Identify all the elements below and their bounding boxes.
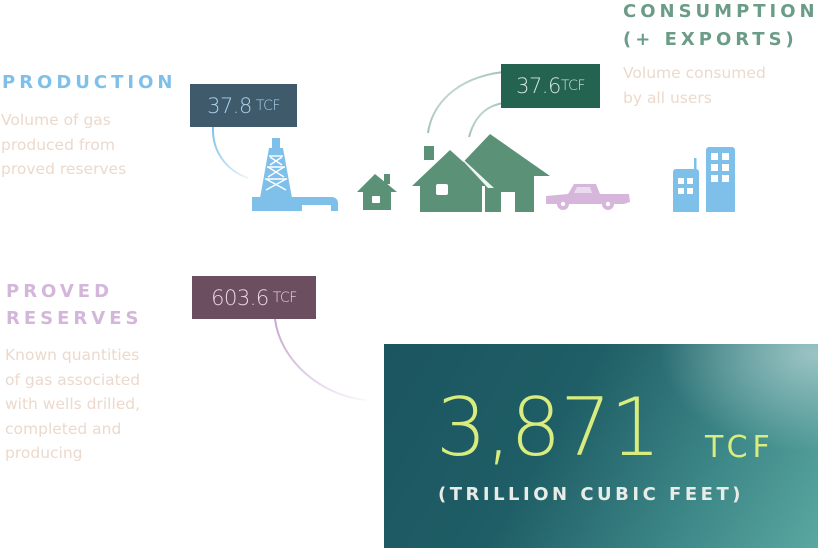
production-unit: TCF	[255, 97, 281, 114]
proved-reserves-description: Known quantities of gas associated with …	[5, 343, 140, 466]
consumption-description-line: by all users	[623, 88, 712, 107]
consumption-description-line: Volume consumed	[623, 64, 766, 82]
proved-reserves-value-box: 603.6 TCF	[192, 276, 316, 319]
consumption-value: 37.6	[516, 74, 561, 98]
pickup-truck-icon	[546, 184, 630, 210]
proved-reserves-description-line: with wells drilled,	[5, 395, 141, 413]
proved-reserves-unit: TCF	[272, 289, 298, 306]
total-caption: (TRILLION CUBIC FEET)	[438, 484, 744, 505]
consumption-heading-line: (+ EXPORTS)	[623, 29, 798, 50]
consumption-heading: CONSUMPTION (+ EXPORTS)	[623, 0, 819, 54]
houses-icon	[412, 134, 550, 212]
proved-reserves-value: 603.6	[211, 285, 269, 310]
proved-reserves-description-line: completed and	[5, 419, 122, 438]
consumption-unit: TCF	[560, 78, 586, 94]
buildings-icon	[673, 147, 735, 212]
proved-reserves-description-line: Known quantities	[5, 346, 140, 364]
consumption-heading-line: CONSUMPTION	[623, 1, 819, 22]
proved-reserves-heading-line: PROVED	[6, 281, 114, 302]
production-description-line: proved reserves	[1, 160, 127, 178]
production-description-line: Volume of gas	[1, 111, 111, 129]
production-value: 37.8	[207, 93, 252, 118]
consumption-description: Volume consumed by all users	[623, 61, 766, 110]
proved-reserves-heading-line: RESERVES	[6, 308, 143, 329]
proved-reserves-description-line: of gas associated	[5, 370, 141, 389]
consumption-value-box: 37.6 TCF	[501, 64, 600, 108]
production-value-box: 37.8 TCF	[190, 84, 297, 127]
proved-reserves-heading: PROVED RESERVES	[6, 278, 142, 332]
production-description: Volume of gas produced from proved reser…	[1, 108, 126, 182]
production-description-line: produced from	[1, 135, 115, 154]
small-house-icon	[357, 174, 397, 210]
total-unit: TCF	[705, 430, 775, 465]
proved-reserves-description-line: producing	[5, 444, 83, 462]
total-value: 3,871	[436, 381, 661, 474]
total-reserves-panel: 3,871 TCF (TRILLION CUBIC FEET)	[384, 344, 818, 548]
production-heading: PRODUCTION	[2, 72, 177, 93]
oil-derrick-icon	[252, 138, 338, 212]
